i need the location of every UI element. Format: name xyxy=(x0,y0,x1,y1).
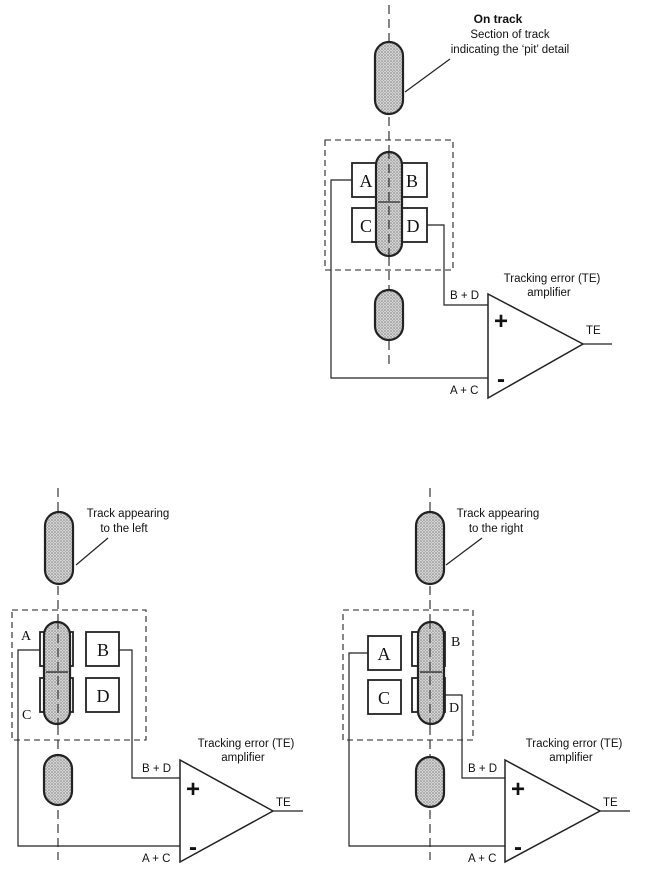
right-caption-line1: Track appearing xyxy=(457,508,540,520)
detector-a xyxy=(367,635,402,671)
caption-leader xyxy=(75,537,109,566)
photodiode-array-outline xyxy=(342,609,474,741)
te-amplifier xyxy=(179,758,275,864)
detector-c-label: C xyxy=(360,216,372,236)
detector-a-label: A xyxy=(360,171,373,191)
pit-top xyxy=(373,40,405,116)
detector-c-label: C xyxy=(22,708,31,723)
input-b-plus-d-label: B + D xyxy=(468,763,497,775)
plus-sign: + xyxy=(511,776,525,803)
wire-b-plus-d xyxy=(119,649,180,779)
input-b-plus-d-label: B + D xyxy=(142,763,171,775)
wire-b-plus-d xyxy=(427,224,488,306)
plus-sign: + xyxy=(494,308,508,335)
detector-b-label: B xyxy=(97,640,109,660)
plus-sign: + xyxy=(186,776,200,803)
amplifier-title: Tracking error (TE) xyxy=(198,738,295,750)
panel-on-track: On track Section of track indicating the… xyxy=(324,5,612,400)
amplifier-title: Tracking error (TE) xyxy=(504,273,601,285)
detector-c xyxy=(367,679,402,715)
photodiode-array-outline xyxy=(324,139,454,271)
amplifier-subtitle: amplifier xyxy=(549,752,593,764)
input-a-plus-c-label: A + C xyxy=(468,853,496,865)
left-caption-line2: to the left xyxy=(100,523,148,535)
right-caption-line2: to the right xyxy=(469,523,524,535)
detector-d xyxy=(85,677,120,713)
pit-centre xyxy=(416,620,446,726)
input-a-plus-c-label: A + C xyxy=(450,385,478,397)
caption-leader xyxy=(445,537,483,566)
minus-sign: - xyxy=(497,366,505,393)
amplifier-title: Tracking error (TE) xyxy=(526,738,623,750)
detector-b-label: B xyxy=(451,635,460,650)
input-a-plus-c-label: A + C xyxy=(142,853,170,865)
detector-b xyxy=(85,631,120,667)
detector-a-label: A xyxy=(378,644,391,664)
pit-top xyxy=(43,510,75,586)
detector-c-label: C xyxy=(378,688,390,708)
detector-b-label: B xyxy=(406,171,418,191)
minus-sign: - xyxy=(189,834,197,861)
on-track-heading: On track xyxy=(474,12,523,26)
te-output-label: TE xyxy=(586,325,601,337)
photodiode-array-outline xyxy=(11,609,147,741)
pit-bottom xyxy=(42,753,74,807)
panel-track-right: Track appearing to the right A B C D Tra… xyxy=(342,488,630,865)
on-track-caption-line1: Section of track xyxy=(470,29,550,41)
te-amplifier xyxy=(487,292,585,400)
wire-a-plus-c xyxy=(330,179,488,379)
caption-leader xyxy=(404,58,451,93)
wire-a-plus-c xyxy=(17,649,180,847)
detector-d-label: D xyxy=(97,686,110,706)
te-output-label: TE xyxy=(276,797,291,809)
te-amplifier xyxy=(504,758,602,864)
pit-centre xyxy=(42,620,72,726)
minus-sign: - xyxy=(514,834,522,861)
panel-track-left: Track appearing to the left A B C D Trac… xyxy=(11,488,303,865)
pit-bottom xyxy=(373,288,405,342)
pit-top xyxy=(414,510,446,586)
on-track-caption-line2: indicating the ‘pit’ detail xyxy=(451,44,569,56)
te-output-label: TE xyxy=(603,797,618,809)
pit-bottom xyxy=(414,755,446,809)
wire-b-plus-d xyxy=(445,694,505,779)
left-caption-line1: Track appearing xyxy=(87,508,170,520)
detector-a-label: A xyxy=(21,629,32,644)
detector-d-label: D xyxy=(407,216,420,236)
amplifier-subtitle: amplifier xyxy=(527,287,571,299)
wire-a-plus-c xyxy=(348,652,505,847)
input-b-plus-d-label: B + D xyxy=(450,290,479,302)
amplifier-subtitle: amplifier xyxy=(221,752,265,764)
detector-d-label: D xyxy=(449,701,459,716)
